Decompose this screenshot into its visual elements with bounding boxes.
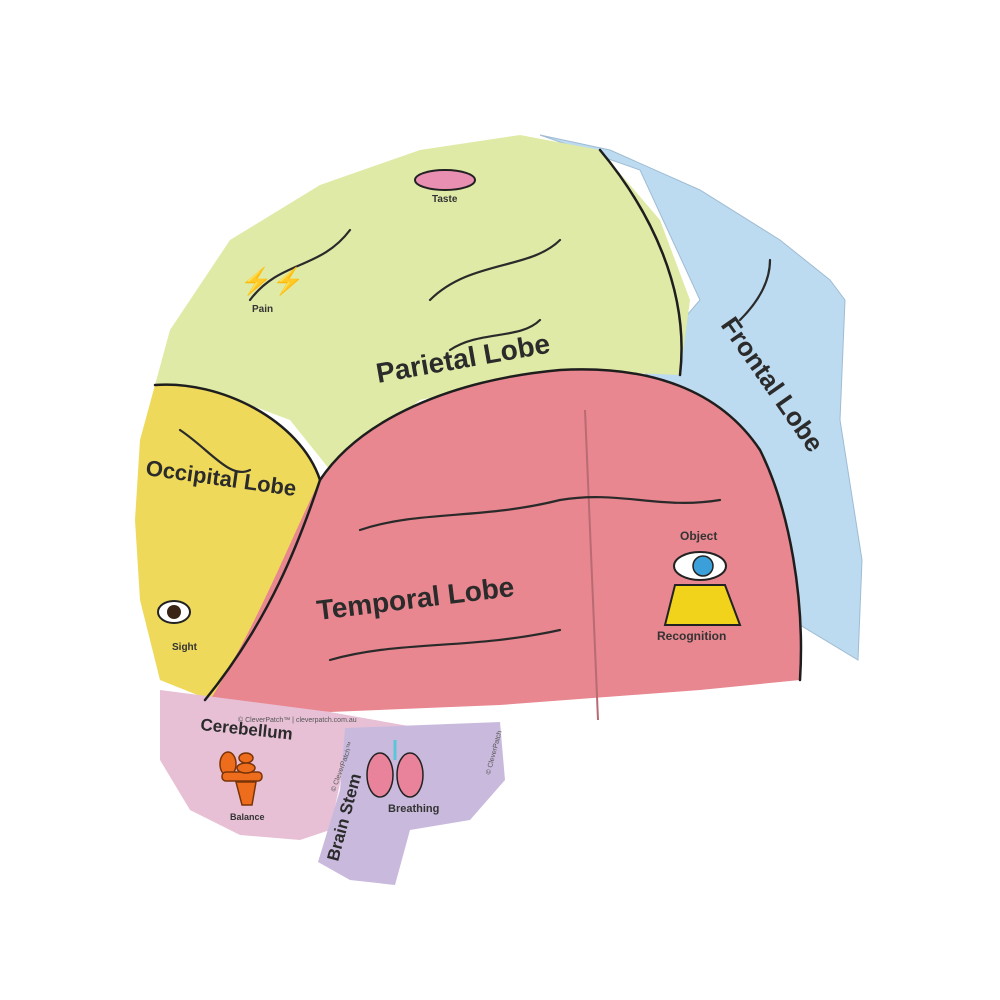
brain-stem [318,722,505,885]
balance-label: Balance [230,812,265,822]
mouth-icon [414,169,476,191]
taste-label: Taste [432,194,458,205]
temporal-lobe [210,369,801,712]
lungs-icon [366,740,424,798]
pain-label: Pain [252,304,273,315]
object-label: Object [680,529,717,543]
lightning-icon: ⚡⚡ [240,266,305,297]
balance-stones-icon [219,751,263,806]
cone-icon [663,584,742,626]
parietal-lobe [155,135,690,470]
recognition-label: Recognition [657,629,726,643]
sight-label: Sight [172,642,198,653]
breathing-label: Breathing [388,803,439,815]
cerebellum [160,690,420,840]
copyright-main: © CleverPatch™ | cleverpatch.com.au [238,716,357,724]
